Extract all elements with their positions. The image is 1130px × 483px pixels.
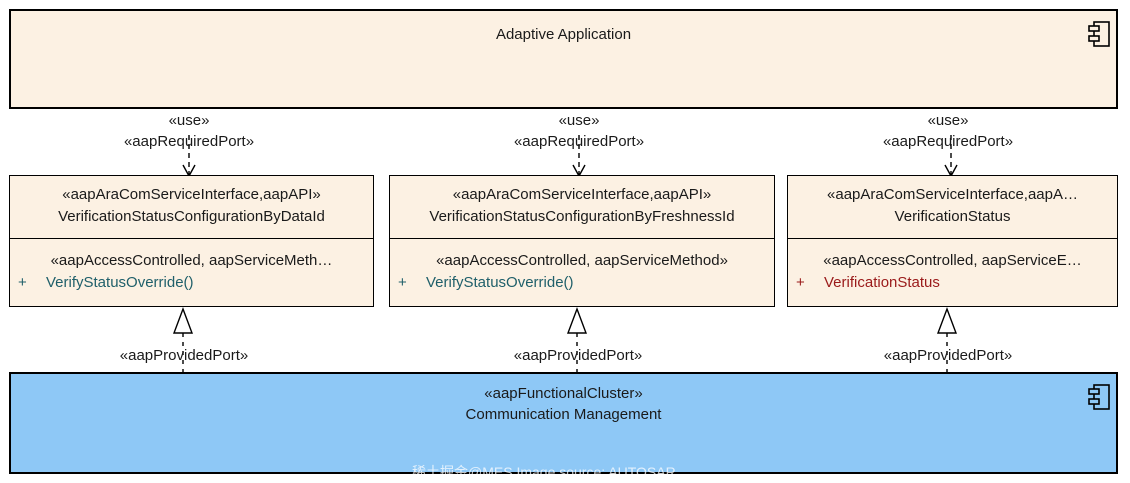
communication-management-component[interactable]: «aapFunctionalCluster» Communication Man… — [9, 372, 1118, 474]
use-stereotype-label: «use» — [927, 112, 969, 129]
cluster-title: Communication Management — [465, 406, 662, 423]
member-stereotype: «aapAccessControlled, aapServiceMeth… — [50, 252, 333, 269]
interface-verification-status[interactable]: «aapAraComServiceInterface,aapA… Verific… — [787, 175, 1118, 307]
realization-3 — [936, 307, 958, 373]
interface-header: «aapAraComServiceInterface,aapAPI» Verif… — [10, 176, 373, 239]
member-stereotype: «aapAccessControlled, aapServiceE… — [823, 252, 1082, 269]
adaptive-application-component[interactable]: Adaptive Application — [9, 9, 1118, 109]
attribute-member[interactable]: + VerificationStatus — [796, 274, 940, 291]
interface-stereotype: «aapAraComServiceInterface,aapA… — [827, 186, 1078, 203]
watermark-text: 稀土掘金@MES Image source: AUTOSAR — [412, 464, 676, 480]
provided-port-label: «aapProvidedPort» — [119, 347, 249, 364]
realization-2 — [566, 307, 588, 373]
interface-name: VerificationStatusConfigurationByDataId — [58, 208, 325, 225]
operation-name: VerifyStatusOverride() — [426, 274, 574, 291]
component-icon — [1088, 21, 1110, 47]
visibility-marker: + — [398, 274, 407, 291]
required-port-label: «aapRequiredPort» — [882, 133, 1014, 150]
realization-1 — [172, 307, 194, 373]
interface-stereotype: «aapAraComServiceInterface,aapAPI» — [452, 186, 712, 203]
interface-name: VerificationStatus — [894, 208, 1011, 225]
interface-header: «aapAraComServiceInterface,aapA… Verific… — [788, 176, 1117, 239]
provided-port-label: «aapProvidedPort» — [513, 347, 643, 364]
operation-name: VerifyStatusOverride() — [46, 274, 194, 291]
cluster-stereotype: «aapFunctionalCluster» — [484, 385, 643, 402]
interface-stereotype: «aapAraComServiceInterface,aapAPI» — [62, 186, 321, 203]
component-icon — [1088, 384, 1110, 410]
interface-verification-status-config-by-dataid[interactable]: «aapAraComServiceInterface,aapAPI» Verif… — [9, 175, 374, 307]
interface-name: VerificationStatusConfigurationByFreshne… — [429, 208, 735, 225]
use-stereotype-label: «use» — [558, 112, 600, 129]
visibility-marker: + — [796, 274, 805, 291]
operation-member[interactable]: + VerifyStatusOverride() — [18, 274, 194, 291]
interface-verification-status-config-by-freshnessid[interactable]: «aapAraComServiceInterface,aapAPI» Verif… — [389, 175, 775, 307]
adaptive-application-title: Adaptive Application — [495, 26, 632, 43]
operation-member[interactable]: + VerifyStatusOverride() — [398, 274, 574, 291]
required-port-label: «aapRequiredPort» — [513, 133, 645, 150]
interface-header: «aapAraComServiceInterface,aapAPI» Verif… — [390, 176, 774, 239]
attribute-name: VerificationStatus — [824, 274, 940, 291]
required-port-label: «aapRequiredPort» — [123, 133, 255, 150]
provided-port-label: «aapProvidedPort» — [883, 347, 1013, 364]
visibility-marker: + — [18, 274, 27, 291]
member-stereotype: «aapAccessControlled, aapServiceMethod» — [436, 252, 728, 269]
use-stereotype-label: «use» — [168, 112, 210, 129]
